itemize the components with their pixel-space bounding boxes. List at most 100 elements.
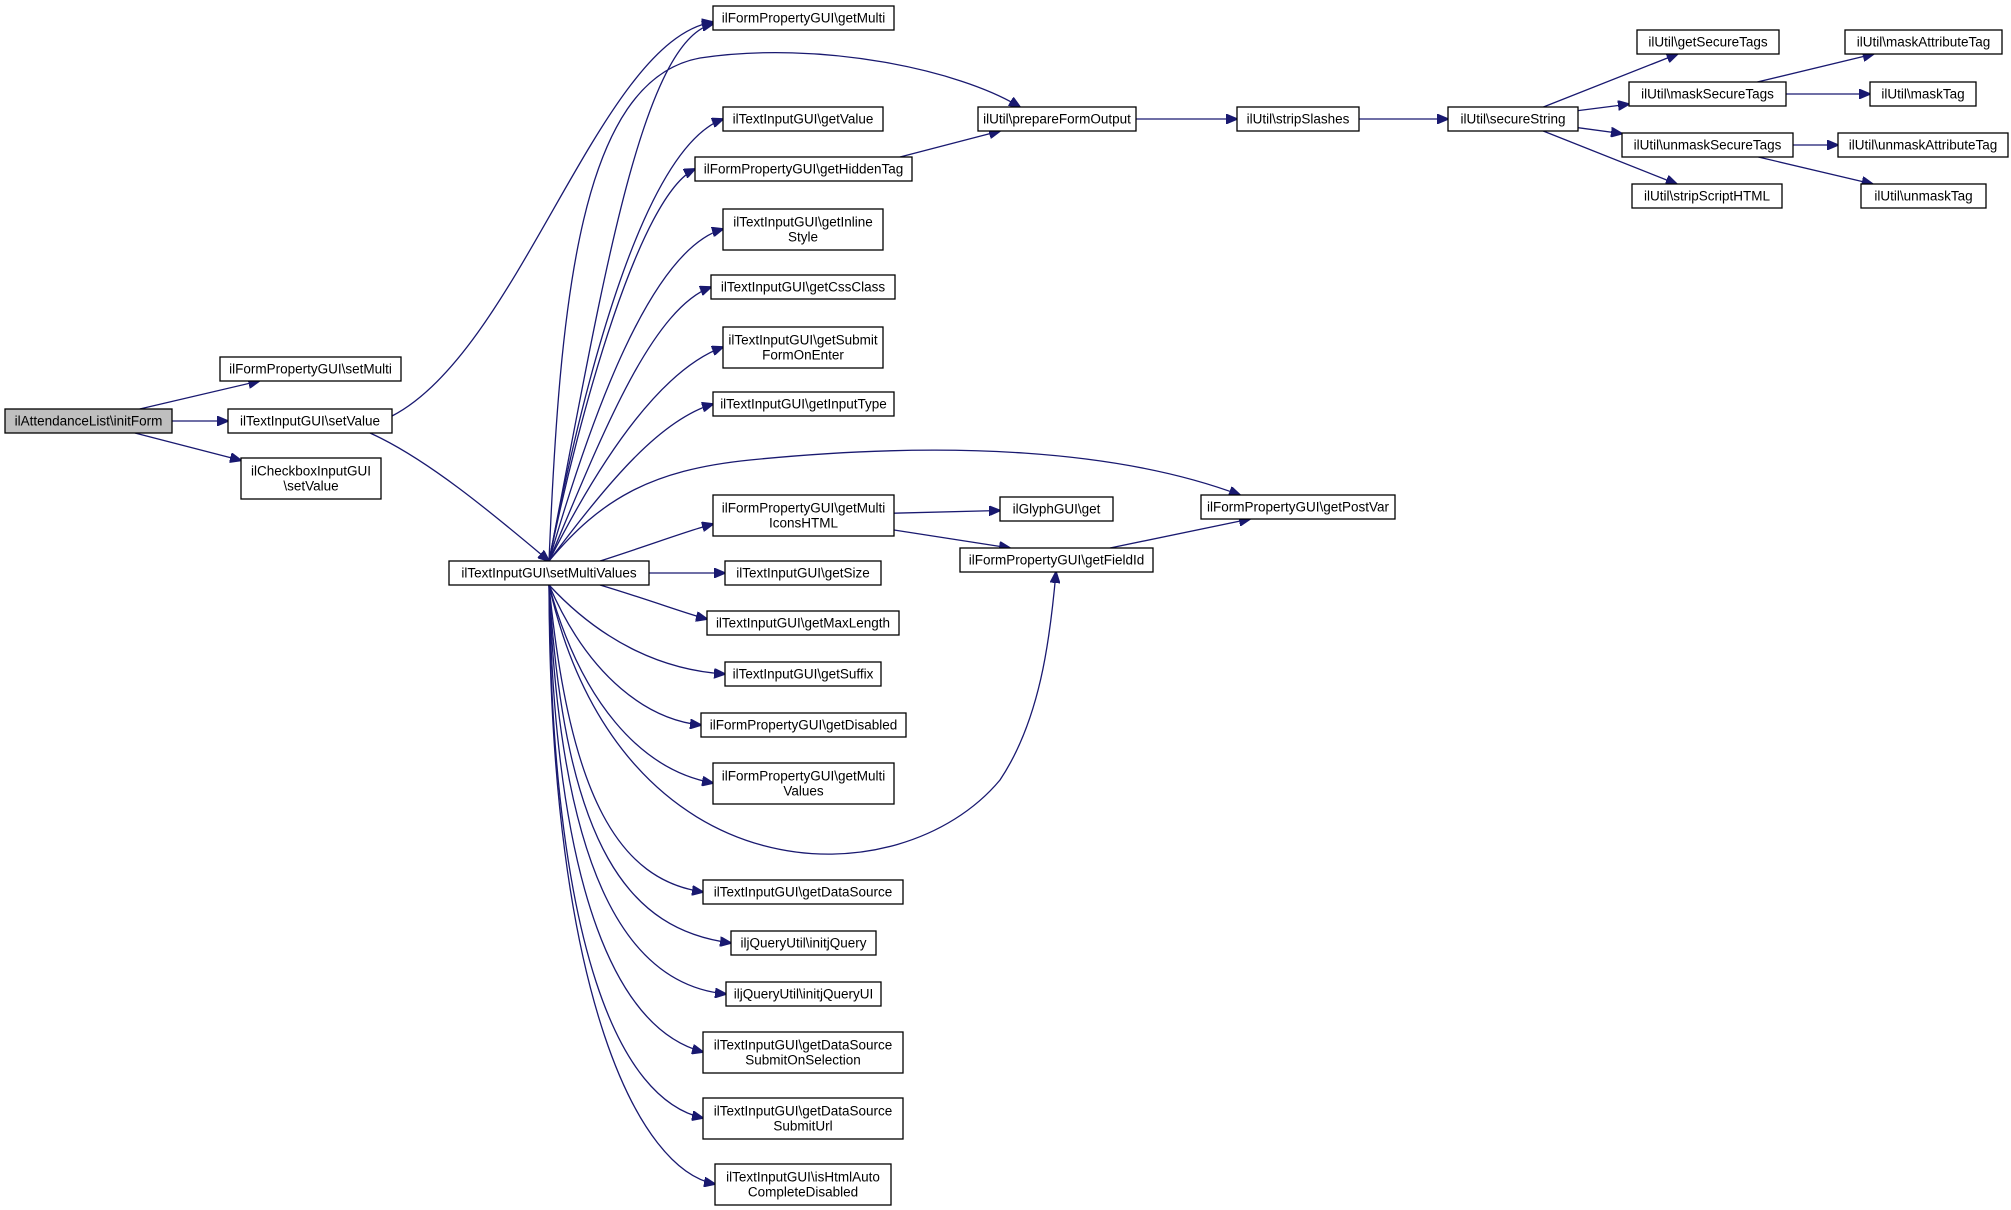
edges-layer bbox=[134, 22, 1874, 1184]
edge-ti_setValue-to-fp_getMulti bbox=[391, 22, 713, 417]
node-label: CompleteDisabled bbox=[748, 1185, 858, 1200]
node-u_maskTag[interactable]: ilUtil\maskTag bbox=[1869, 81, 1977, 107]
node-u_unmaskSecureTags[interactable]: ilUtil\unmaskSecureTags bbox=[1621, 132, 1794, 158]
node-label: ilTextInputGUI\getSize bbox=[736, 566, 870, 581]
node-label: ilTextInputGUI\setValue bbox=[240, 414, 380, 429]
edge-fp_getHiddenTag-to-u_prepareFormOutput bbox=[899, 131, 1000, 158]
edge-ti_setMultiValues-to-ti_isHtmlAutoCompleteDisabled bbox=[548, 584, 715, 1184]
node-box bbox=[694, 156, 913, 182]
node-label: ilGlyphGUI\get bbox=[1013, 502, 1101, 517]
node-label: ilFormPropertyGUI\getDisabled bbox=[710, 718, 898, 733]
node-fp_setMulti[interactable]: ilFormPropertyGUI\setMulti bbox=[219, 356, 402, 382]
node-label: ilTextInputGUI\getInline bbox=[733, 215, 873, 230]
node-label: ilFormPropertyGUI\getHiddenTag bbox=[704, 162, 904, 177]
node-label: ilTextInputGUI\getDataSource bbox=[714, 1104, 893, 1119]
edge-u_unmaskSecureTags-to-u_unmaskTag bbox=[1758, 156, 1872, 184]
node-label: ilTextInputGUI\getDataSource bbox=[714, 1038, 893, 1053]
edge-u_secureString-to-u_maskSecureTags bbox=[1577, 104, 1629, 112]
node-fp_getHiddenTag[interactable]: ilFormPropertyGUI\getHiddenTag bbox=[694, 156, 913, 182]
node-box bbox=[700, 712, 907, 738]
node-label: ilUtil\maskTag bbox=[1881, 87, 1964, 102]
node-label: ilTextInputGUI\setMultiValues bbox=[461, 566, 637, 581]
edge-ti_setMultiValues-to-ti_getDataSourceSubmitUrl bbox=[548, 584, 703, 1118]
node-label: FormOnEnter bbox=[762, 348, 844, 363]
node-box bbox=[712, 391, 895, 417]
node-fp_getFieldId[interactable]: ilFormPropertyGUI\getFieldId bbox=[959, 547, 1154, 573]
node-label: ilUtil\unmaskSecureTags bbox=[1634, 138, 1782, 153]
node-box bbox=[1631, 183, 1783, 209]
edge-ti_setMultiValues-to-fp_getMultiValues bbox=[548, 584, 713, 783]
node-jq_initjQueryUI[interactable]: iljQueryUtil\initjQueryUI bbox=[725, 981, 882, 1007]
edge-ti_setMultiValues-to-fp_getFieldId bbox=[548, 572, 1056, 855]
node-label: ilTextInputGUI\getCssClass bbox=[721, 280, 886, 295]
node-u_stripScriptHTML[interactable]: ilUtil\stripScriptHTML bbox=[1631, 183, 1783, 209]
node-ti_setValue[interactable]: ilTextInputGUI\setValue bbox=[227, 408, 393, 434]
node-box bbox=[1869, 81, 1977, 107]
node-label: ilFormPropertyGUI\getFieldId bbox=[969, 553, 1145, 568]
node-label: ilTextInputGUI\getMaxLength bbox=[716, 616, 890, 631]
node-label: ilFormPropertyGUI\setMulti bbox=[229, 362, 392, 377]
node-fp_getMulti[interactable]: ilFormPropertyGUI\getMulti bbox=[712, 5, 895, 31]
node-ti_getValue[interactable]: ilTextInputGUI\getValue bbox=[722, 106, 884, 132]
edge-ti_setMultiValues-to-ti_getInputType bbox=[548, 404, 713, 562]
node-u_prepareFormOutput[interactable]: ilUtil\prepareFormOutput bbox=[977, 106, 1137, 132]
node-ti_isHtmlAutoCompleteDisabled[interactable]: ilTextInputGUI\isHtmlAutoCompleteDisable… bbox=[714, 1163, 892, 1206]
node-u_maskAttributeTag[interactable]: ilUtil\maskAttributeTag bbox=[1844, 29, 2003, 55]
node-label: ilFormPropertyGUI\getMulti bbox=[722, 769, 886, 784]
node-box bbox=[1860, 183, 1987, 209]
node-fp_getPostVar[interactable]: ilFormPropertyGUI\getPostVar bbox=[1200, 494, 1396, 520]
node-box bbox=[219, 356, 402, 382]
node-box bbox=[702, 1031, 904, 1074]
edge-initForm-to-fp_setMulti bbox=[139, 381, 260, 410]
edge-ti_setMultiValues-to-ti_getCssClass bbox=[548, 287, 711, 562]
edge-ti_setMultiValues-to-ti_getDataSourceSubmitOnSelection bbox=[548, 584, 703, 1052]
node-ti_getCssClass[interactable]: ilTextInputGUI\getCssClass bbox=[710, 274, 896, 300]
edge-ti_setMultiValues-to-fp_getDisabled bbox=[548, 584, 701, 725]
edge-ti_setMultiValues-to-fp_getPostVar bbox=[548, 449, 1240, 562]
node-box bbox=[1837, 132, 2009, 158]
node-jq_initjQuery[interactable]: iljQueryUtil\initjQuery bbox=[730, 930, 877, 956]
node-ti_getSuffix[interactable]: ilTextInputGUI\getSuffix bbox=[724, 661, 882, 687]
node-label: ilTextInputGUI\isHtmlAuto bbox=[726, 1170, 880, 1185]
node-ti_getMaxLength[interactable]: ilTextInputGUI\getMaxLength bbox=[706, 610, 900, 636]
edge-ti_setMultiValues-to-fp_getMultiIconsHTML bbox=[599, 524, 713, 562]
node-ti_getDataSourceSubmitOnSelection[interactable]: ilTextInputGUI\getDataSourceSubmitOnSele… bbox=[702, 1031, 904, 1074]
node-u_getSecureTags[interactable]: ilUtil\getSecureTags bbox=[1636, 29, 1780, 55]
node-label: ilFormPropertyGUI\getPostVar bbox=[1207, 500, 1390, 515]
node-cb_setValue[interactable]: ilCheckboxInputGUI\setValue bbox=[240, 457, 382, 500]
node-label: ilUtil\unmaskAttributeTag bbox=[1849, 138, 1998, 153]
node-box bbox=[724, 560, 882, 586]
node-u_unmaskTag[interactable]: ilUtil\unmaskTag bbox=[1860, 183, 1987, 209]
node-box bbox=[1236, 106, 1360, 132]
node-box bbox=[999, 496, 1114, 522]
node-label: ilTextInputGUI\getSuffix bbox=[733, 667, 874, 682]
node-ti_setMultiValues[interactable]: ilTextInputGUI\setMultiValues bbox=[448, 560, 650, 586]
node-u_unmaskAttributeTag[interactable]: ilUtil\unmaskAttributeTag bbox=[1837, 132, 2009, 158]
node-label: ilCheckboxInputGUI bbox=[251, 464, 371, 479]
node-box bbox=[712, 5, 895, 31]
node-box bbox=[724, 661, 882, 687]
edge-ti_setMultiValues-to-ti_getMaxLength bbox=[599, 584, 707, 619]
node-box bbox=[714, 1163, 892, 1206]
node-ti_getDataSource[interactable]: ilTextInputGUI\getDataSource bbox=[702, 879, 904, 905]
node-box bbox=[1636, 29, 1780, 55]
node-fp_getDisabled[interactable]: ilFormPropertyGUI\getDisabled bbox=[700, 712, 907, 738]
node-initForm[interactable]: ilAttendanceList\initForm bbox=[4, 408, 173, 434]
node-u_stripSlashes[interactable]: ilUtil\stripSlashes bbox=[1236, 106, 1360, 132]
node-box bbox=[710, 274, 896, 300]
node-box bbox=[722, 208, 884, 251]
edge-ti_setValue-to-ti_setMultiValues bbox=[369, 432, 549, 561]
node-ti_getSize[interactable]: ilTextInputGUI\getSize bbox=[724, 560, 882, 586]
node-box bbox=[702, 879, 904, 905]
node-u_secureString[interactable]: ilUtil\secureString bbox=[1447, 106, 1579, 132]
node-ti_getInputType[interactable]: ilTextInputGUI\getInputType bbox=[712, 391, 895, 417]
node-glyph_get[interactable]: ilGlyphGUI\get bbox=[999, 496, 1114, 522]
node-u_maskSecureTags[interactable]: ilUtil\maskSecureTags bbox=[1628, 81, 1787, 107]
node-box bbox=[725, 981, 882, 1007]
node-label: \setValue bbox=[283, 479, 338, 494]
